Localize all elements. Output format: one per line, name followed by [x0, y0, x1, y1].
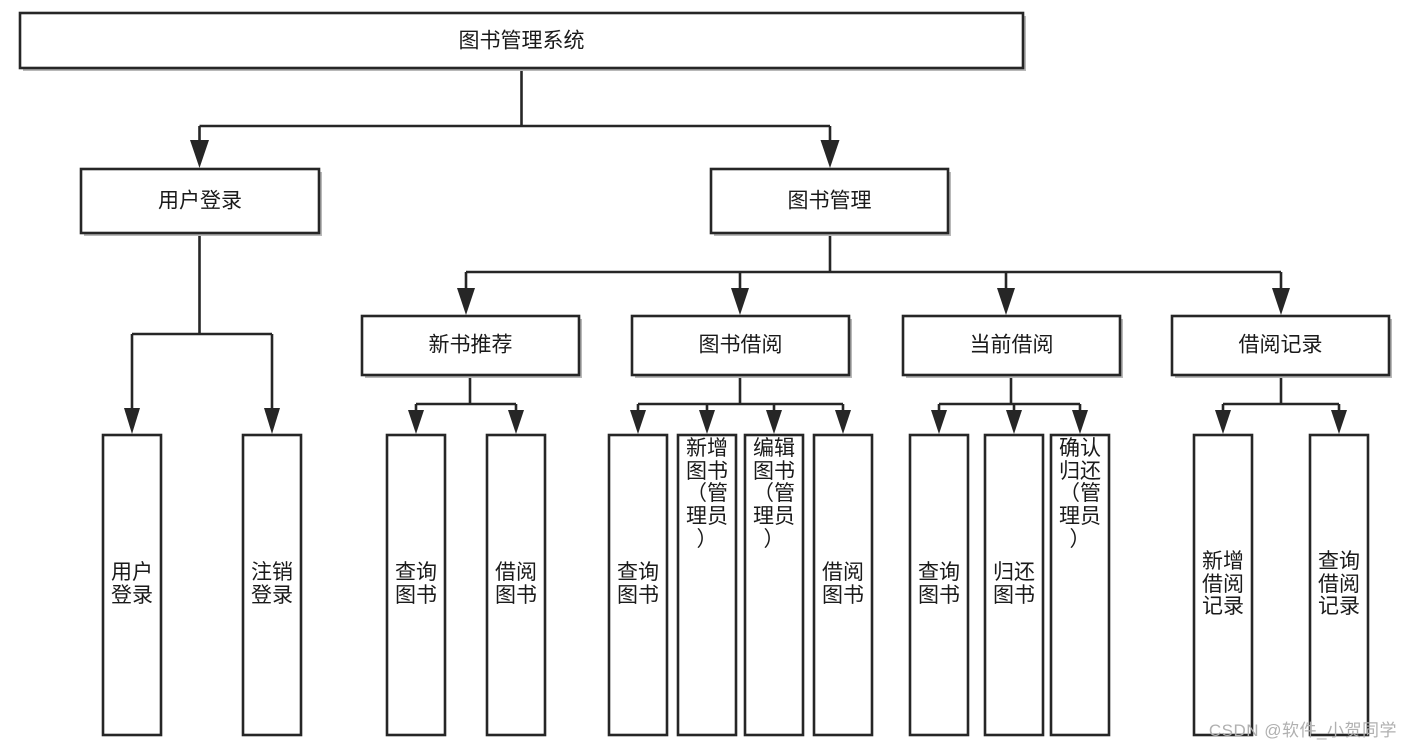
node-book-manage[interactable]: 图书管理: [709, 167, 951, 236]
book-manage-box[interactable]: [709, 167, 950, 235]
root-box[interactable]: [18, 11, 1025, 70]
arrow-head-new-book-rec: [457, 288, 475, 315]
arrow-head-leaf-return-book: [1006, 410, 1022, 434]
leaf-borrow-book-1-box[interactable]: [485, 433, 547, 737]
node-borrow-record[interactable]: 借阅记录: [1170, 314, 1392, 378]
leaf-borrow-book-2-box[interactable]: [812, 433, 874, 737]
borrow-record-label: 借阅记录: [1239, 334, 1323, 357]
leaf-boxes-layer: [101, 433, 1370, 737]
current-borrow-label: 当前借阅: [970, 334, 1054, 357]
arrow-head-leaf-query-book-1: [408, 410, 424, 434]
user-login-label: 用户登录: [158, 190, 242, 213]
borrow-record-box[interactable]: [1170, 314, 1391, 377]
arrow-head-leaf-query-record: [1331, 410, 1347, 434]
new-book-rec-label: 新书推荐: [429, 334, 513, 357]
arrow-head-leaf-edit-book: [766, 410, 782, 434]
arrow-head-book-manage: [820, 140, 840, 168]
leaf-add-record-box[interactable]: [1192, 433, 1254, 737]
user-login-box[interactable]: [79, 167, 321, 235]
new-book-rec-box[interactable]: [360, 314, 581, 377]
current-borrow-box[interactable]: [901, 314, 1122, 377]
leaf-edit-book-box[interactable]: [743, 433, 805, 737]
book-manage-label: 图书管理: [788, 190, 872, 213]
arrow-head-leaf-query-book-2: [630, 410, 646, 434]
leaf-query-record-box[interactable]: [1308, 433, 1370, 737]
node-new-book-rec[interactable]: 新书推荐: [360, 314, 582, 378]
node-root[interactable]: 图书管理系统: [18, 11, 1026, 71]
book-borrow-label: 图书借阅: [699, 334, 783, 357]
node-current-borrow[interactable]: 当前借阅: [901, 314, 1123, 378]
root-label: 图书管理系统: [459, 30, 585, 53]
arrow-head-leaf-user-login: [124, 408, 140, 434]
csdn-watermark: CSDN @软件_小贺同学: [1208, 721, 1397, 740]
leaf-add-book-box[interactable]: [676, 433, 738, 737]
arrow-head-leaf-borrow-book-1: [508, 410, 524, 434]
leaf-confirm-return-box[interactable]: [1049, 433, 1111, 737]
leaf-query-book-1-box[interactable]: [385, 433, 447, 737]
leaf-query-book-2-box[interactable]: [607, 433, 669, 737]
arrow-head-leaf-add-record: [1215, 410, 1231, 434]
arrow-head-user-login: [190, 140, 209, 168]
connector-layer: [124, 68, 1347, 434]
node-user-login[interactable]: 用户登录: [79, 167, 322, 236]
arrow-head-leaf-query-book-3: [931, 410, 947, 434]
arrow-head-current-borrow: [997, 288, 1015, 315]
arrow-head-leaf-confirm-return: [1072, 410, 1088, 434]
book-borrow-box[interactable]: [630, 314, 851, 377]
arrow-head-leaf-add-book: [699, 410, 715, 434]
leaf-user-logout-box[interactable]: [241, 433, 303, 737]
arrow-head-borrow-record: [1272, 288, 1290, 315]
arrow-head-leaf-user-logout: [264, 408, 280, 434]
arrow-head-book-borrow: [731, 288, 749, 315]
node-book-borrow[interactable]: 图书借阅: [630, 314, 852, 378]
leaf-return-book-box[interactable]: [983, 433, 1045, 737]
leaf-query-book-3-box[interactable]: [908, 433, 970, 737]
leaf-user-login-box[interactable]: [101, 433, 163, 737]
arrow-head-leaf-borrow-book-2: [835, 410, 851, 434]
